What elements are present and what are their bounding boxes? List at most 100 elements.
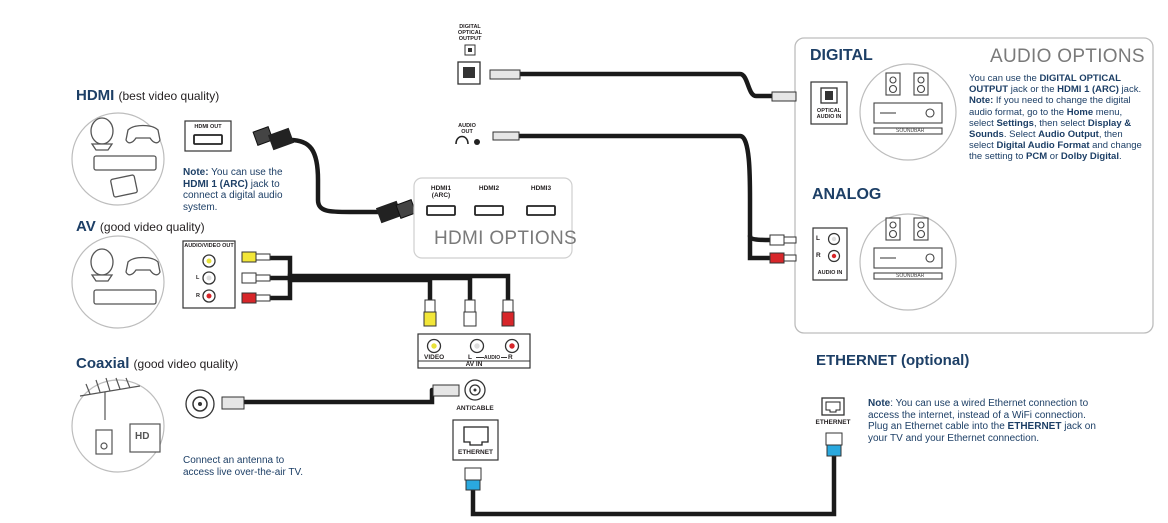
av-plugs-right: [423, 299, 515, 327]
av-out-jacks: [202, 254, 216, 303]
analog-plugs-right: [769, 234, 797, 264]
ethernet-right-label: ETHERNET: [815, 419, 851, 426]
analog-r-label: R: [816, 252, 821, 259]
hdmi-cable: [287, 137, 383, 215]
optical-cable: [517, 71, 775, 99]
av-in-dash-left: [476, 357, 484, 358]
audio-options-text-run: .: [1118, 151, 1122, 163]
av-in-label: AV IN: [465, 361, 483, 368]
hdmi-out-jack: [184, 120, 232, 152]
ethernet-text-run: Note: [868, 398, 891, 409]
av-devices-circle: [71, 235, 165, 329]
audio-options-text-run: Dolby Digital: [1060, 151, 1119, 163]
audio-options-text-run: DIGITAL OPTICAL OUTPUT: [969, 73, 1121, 96]
game-controller-icon: [125, 124, 161, 144]
antenna-icon: [79, 377, 141, 420]
audio-options-box: [794, 37, 1154, 334]
ethernet-plug-center: [464, 467, 482, 491]
analog-heading: ANALOG: [812, 186, 882, 203]
optical-plug-left: [489, 69, 521, 80]
wall-plate-icon: [100, 442, 108, 450]
audio-options-text-run: Audio Output: [1038, 129, 1099, 141]
hdmi-note: Note: You can use the HDMI 1 (ARC) jack …: [183, 167, 283, 213]
coax-plug-left: [221, 396, 245, 410]
audio-options-text-run: Note:: [969, 95, 994, 107]
coaxial-caption: Connect an antenna to access live over-t…: [183, 455, 304, 478]
hd-antenna-icon: [129, 423, 161, 453]
optical-plug-right: [771, 91, 797, 102]
av-out-label: AUDIO/VIDEO OUT: [184, 243, 234, 249]
hdmi2-port-icon: [474, 205, 504, 216]
av-heading: AV (good video quality): [76, 218, 205, 235]
audio-options-text-run: Settings: [996, 117, 1034, 129]
analog-cable-top: [517, 133, 773, 243]
hdmi2-label: HDMI2: [478, 185, 500, 192]
ethernet-text-run: jack on your TV and your Ethernet connec…: [868, 421, 1096, 444]
audio-options-text-run: jack.: [1118, 84, 1142, 96]
analog-audio-system-icon: [873, 217, 943, 280]
satellite-dish-icon: [90, 143, 114, 151]
hdmi-heading: HDMI (best video quality): [76, 87, 220, 104]
av-out-r-label: R: [196, 293, 200, 299]
av-in-jacks: [426, 338, 520, 354]
ethernet-cable: [470, 453, 837, 517]
hd-antenna-label: HD: [135, 431, 150, 442]
audio-out-label: AUDIO OUT: [458, 123, 476, 135]
av-in-l-label: L: [468, 354, 472, 361]
av-cable-red: [267, 273, 511, 303]
audio-options-text-run: , then select: [1033, 117, 1088, 129]
digital-audio-system-icon: [873, 72, 943, 135]
audio-options-text-run: or: [1047, 151, 1061, 163]
audio-options-text-run: Digital Audio Format: [996, 140, 1090, 152]
soundbar-label-analog: SOUNDBAR: [896, 273, 925, 279]
audio-options-text-run: and change the setting to: [969, 140, 1142, 163]
hdmi3-label: HDMI3: [530, 185, 552, 192]
hdmi-port-icon: [193, 134, 223, 145]
hdmi-options-title: HDMI OPTIONS: [434, 228, 577, 249]
headphone-icon: [455, 135, 469, 145]
ethernet-port-icon: [463, 426, 489, 446]
audio-options-text-run: HDMI 1 (ARC): [1057, 84, 1119, 96]
hdmi-plug-right: [375, 199, 417, 224]
av-in-audio-label: AUDIO: [484, 355, 501, 361]
ethernet-jack-label: ETHERNET: [457, 449, 494, 456]
audio-options-note: You can use the DIGITAL OPTICAL OUTPUT j…: [969, 73, 1147, 163]
audio-options-text-run: menu, select: [969, 106, 1123, 129]
audio-plug-left: [492, 131, 520, 141]
hdmi-out-label: HDMI OUT: [194, 124, 222, 130]
ethernet-plug-right: [825, 432, 843, 457]
av-in-r-label: R: [508, 354, 513, 361]
digital-heading: DIGITAL: [810, 47, 873, 64]
av-in-dash-right: [501, 357, 507, 358]
coaxial-heading: Coaxial (good video quality): [76, 355, 239, 372]
coax-cable: [242, 387, 435, 405]
satellite-dish-icon: [90, 274, 114, 282]
av-plugs-left: [241, 251, 271, 304]
ethernet-text-run: ETHERNET: [1007, 421, 1062, 432]
analog-cable-bottom: [747, 233, 773, 261]
audio-options-title: AUDIO OPTIONS: [990, 46, 1145, 67]
hdmi1-port-icon: [426, 205, 456, 216]
hdmi-plug-left: [252, 126, 295, 151]
av-devices: [90, 248, 161, 305]
audio-out-jack: [474, 139, 480, 145]
coax-devices: [79, 377, 161, 455]
optical-audio-in-label: OPTICAL AUDIO IN: [816, 108, 842, 120]
audio-options-text-run: PCM: [1026, 151, 1048, 163]
digital-optical-output-label: DIGITAL OPTICAL OUTPUT: [457, 24, 483, 42]
satellite-dish-icon: [90, 248, 114, 276]
ethernet-text-run: : You can use a wired Ethernet connectio…: [868, 398, 1089, 432]
set-top-box-icon: [93, 289, 157, 305]
cables: [242, 71, 837, 517]
av-in-video-label: VIDEO: [424, 354, 445, 361]
wall-plate-icon: [95, 429, 113, 455]
coax-plug-right: [432, 384, 460, 397]
audio-options-text-run: , then select: [969, 129, 1123, 152]
av-out-l-label: L: [196, 275, 200, 281]
tablet-icon: [110, 174, 138, 198]
soundbar-label-digital: SOUNDBAR: [896, 128, 925, 134]
ant-cable-label: ANT/CABLE: [456, 405, 494, 412]
audio-options-text-run: If you need to change the digital audio …: [969, 95, 1131, 118]
